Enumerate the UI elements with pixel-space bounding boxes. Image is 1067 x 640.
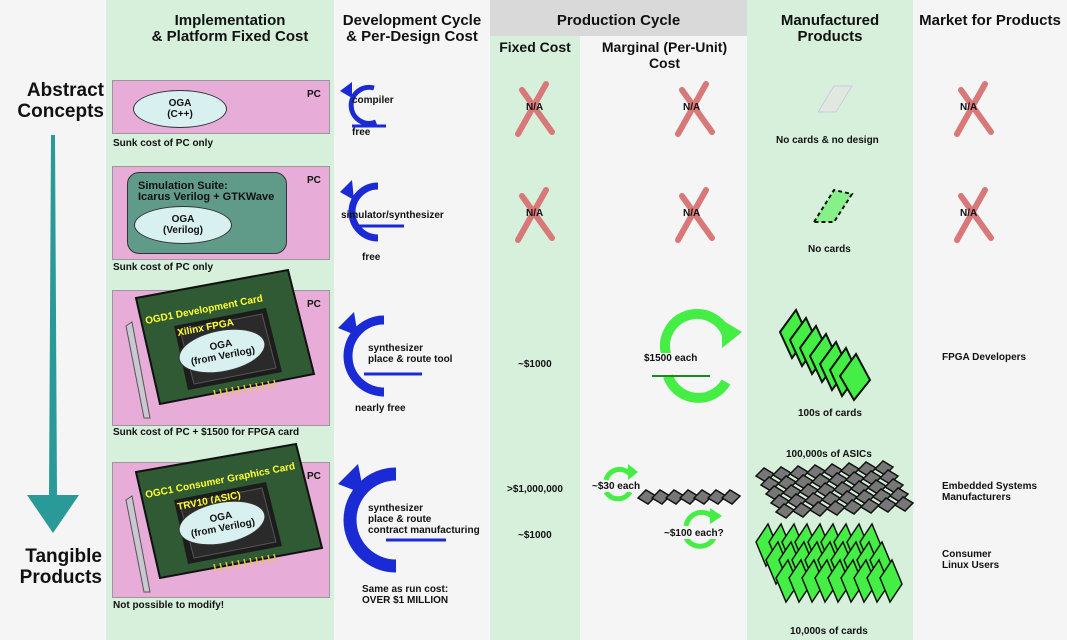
market-row3: FPGA Developers bbox=[942, 352, 1027, 363]
x-mark-icon bbox=[954, 81, 994, 137]
marginal-cycle-arrow-cards bbox=[683, 508, 722, 549]
x-mark-icon bbox=[515, 187, 555, 243]
marginal-cost-row2: N/A bbox=[683, 208, 701, 219]
marginal-cycle-arrow-asic bbox=[603, 464, 638, 502]
consumer-card bbox=[879, 558, 903, 604]
product-row2: No cards bbox=[808, 244, 851, 255]
product-row4-asics: 100,000s of ASICs bbox=[786, 449, 872, 460]
market-row4-consumer: Consumer Linux Users bbox=[942, 549, 1000, 571]
oga-oval-row2: OGA (Verilog) bbox=[134, 206, 232, 244]
simulation-suite-label: Simulation Suite: Icarus Verilog + GTKWa… bbox=[138, 180, 275, 203]
fixed-cost-row4-design: ~$1000 bbox=[518, 530, 552, 541]
marginal-cost-row1: N/A bbox=[683, 102, 701, 113]
fpga-cards-stack bbox=[778, 308, 872, 402]
dev-tool-row4: synthesizer place & route contract manuf… bbox=[368, 503, 480, 536]
fixed-cost-row1: N/A bbox=[526, 102, 544, 113]
dev-cycle-arrow-row1 bbox=[340, 82, 386, 128]
dev-tool-row3: synthesizer place & route tool bbox=[368, 343, 453, 365]
pc-label-row2: PC bbox=[307, 175, 321, 186]
dev-cost-row1: free bbox=[352, 127, 371, 138]
production-header-band bbox=[490, 0, 747, 36]
product-row3: 100s of cards bbox=[798, 408, 862, 419]
marginal-cycle-arrow-row3 bbox=[652, 309, 742, 403]
dev-cycle-arrow-row3 bbox=[338, 312, 422, 397]
asic-chip bbox=[893, 496, 915, 512]
marginal-cost-row4-asic: ~$30 each bbox=[592, 481, 641, 492]
fixed-cost-row2: N/A bbox=[526, 208, 544, 219]
product-row1: No cards & no design bbox=[776, 135, 879, 146]
header-development: Development Cycle & Per-Design Cost bbox=[342, 12, 482, 45]
x-mark-icon bbox=[515, 81, 555, 137]
pc-label-row4: PC bbox=[307, 471, 321, 482]
pc-label-row3: PC bbox=[307, 299, 321, 310]
asic-chips-row bbox=[636, 489, 742, 505]
market-row2: N/A bbox=[960, 208, 978, 219]
fixed-cost-row4-run: >$1,000,000 bbox=[507, 484, 563, 495]
dev-tool-row2: simulator/synthesizer bbox=[341, 210, 444, 221]
abstract-to-tangible-arrow bbox=[27, 135, 79, 533]
impl-caption-row3: Sunk cost of PC + $1500 for FPGA card bbox=[113, 427, 300, 438]
product-row4-cards: 10,000s of cards bbox=[790, 626, 868, 637]
fixed-cost-row3: ~$1000 bbox=[518, 359, 552, 370]
market-row4-embedded: Embedded Systems Manufacturers bbox=[942, 481, 1038, 503]
market-row1: N/A bbox=[960, 102, 978, 113]
oga-oval-row1: OGA (C++) bbox=[133, 90, 227, 128]
header-manufactured: Manufactured Products bbox=[780, 12, 880, 45]
design-card-icon bbox=[812, 188, 854, 223]
header-market: Market for Products bbox=[919, 12, 1061, 29]
header-marginal: Marginal (Per-Unit) Cost bbox=[601, 39, 728, 71]
x-mark-icon bbox=[675, 187, 715, 243]
impl-caption-row1: Sunk cost of PC only bbox=[113, 138, 214, 149]
impl-caption-row4: Not possible to modify! bbox=[113, 600, 225, 611]
dev-cycle-arrow-row2 bbox=[340, 180, 404, 242]
impl-caption-row2: Sunk cost of PC only bbox=[113, 262, 214, 273]
consumer-cards-stack bbox=[755, 522, 903, 604]
pc-label-row1: PC bbox=[307, 89, 321, 100]
axis-tangible-products: Tangible Products bbox=[19, 546, 102, 588]
header-implementation: Implementation & Platform Fixed Cost bbox=[151, 12, 309, 45]
dev-tool-row1: compiler bbox=[352, 95, 394, 106]
dev-cost-row4: Same as run cost: OVER $1 MILLION bbox=[362, 584, 449, 606]
asic-chips-grid bbox=[754, 460, 915, 519]
header-production: Production Cycle bbox=[556, 12, 681, 29]
dev-cost-row2: free bbox=[362, 252, 381, 263]
ghost-card-icon bbox=[817, 85, 853, 113]
marginal-cost-row4-card: ~$100 each? bbox=[664, 528, 724, 539]
axis-abstract-concepts: Abstract Concepts bbox=[17, 80, 104, 122]
x-mark-icon bbox=[954, 187, 994, 243]
dev-cycle-arrow-row4 bbox=[338, 464, 446, 573]
dev-cost-row3: nearly free bbox=[355, 403, 406, 414]
x-mark-icon bbox=[675, 81, 715, 137]
header-fixed-cost: Fixed Cost bbox=[499, 39, 571, 55]
marginal-cost-row3: $1500 each bbox=[644, 353, 698, 364]
